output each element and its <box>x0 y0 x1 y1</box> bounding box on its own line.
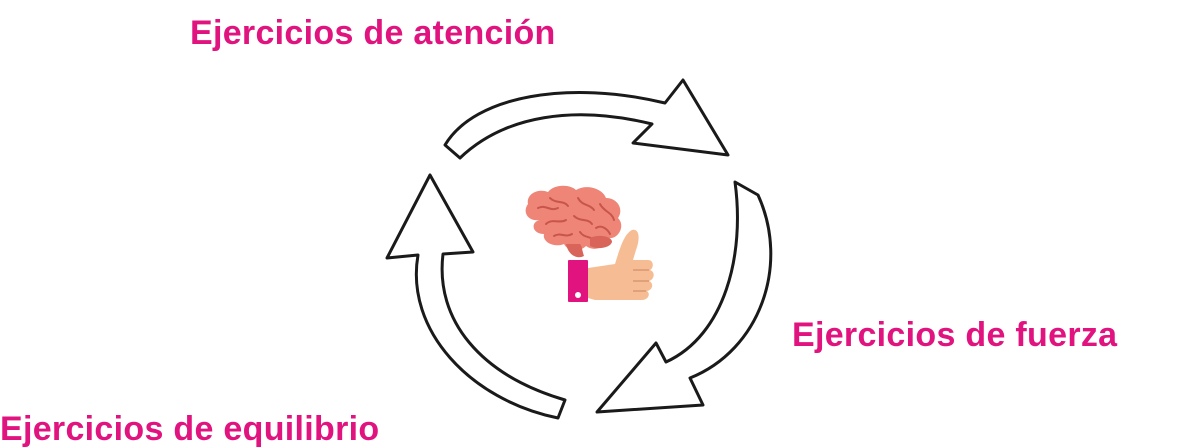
cycle-arrow-top <box>443 78 730 160</box>
label-strength-exercises: Ejercicios de fuerza <box>792 316 1118 354</box>
cycle-arrow-left <box>385 173 567 420</box>
brain-thumbs-up-icon <box>525 185 654 302</box>
cycle-arrow-right <box>595 180 773 414</box>
label-attention-exercises: Ejercicios de atención <box>190 14 556 52</box>
label-balance-exercises: Ejercicios de equilibrio <box>0 410 380 448</box>
